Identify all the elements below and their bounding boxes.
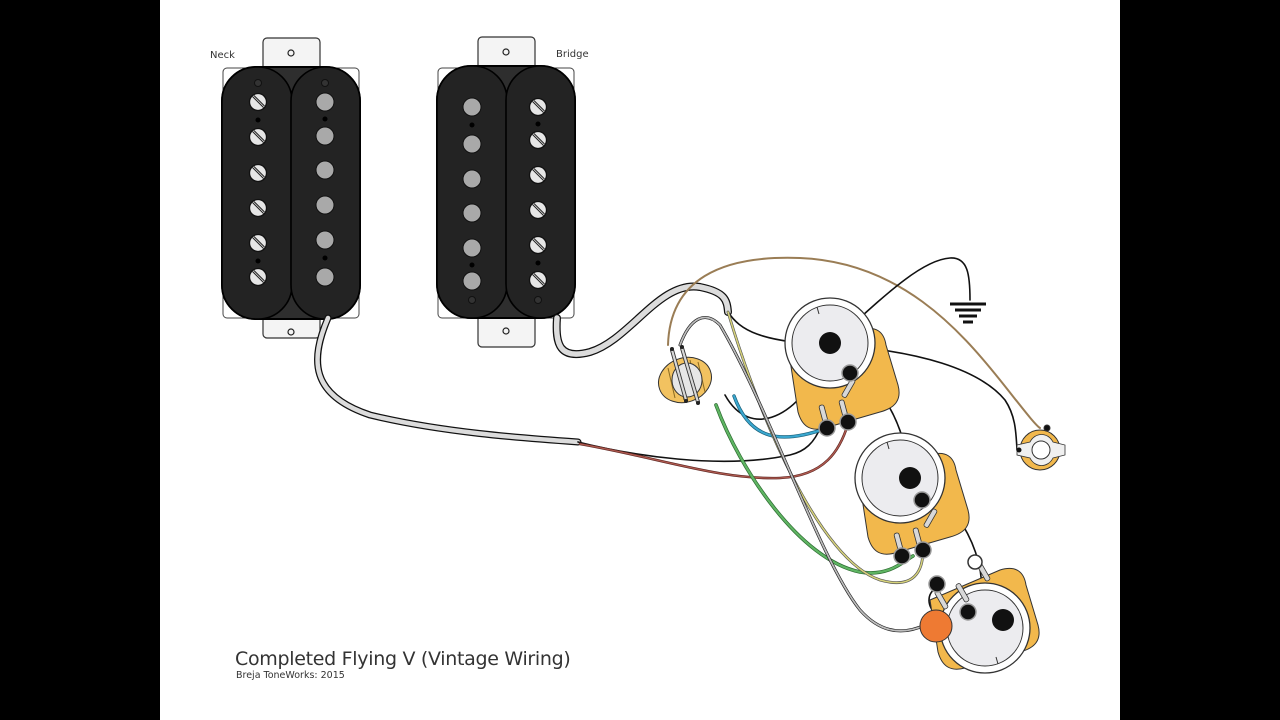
bridge-mount-hole-top: [502, 48, 510, 56]
pot-tone: [928, 554, 1040, 674]
pickup-leads: [314, 282, 732, 446]
selector-switch: [658, 345, 712, 405]
diagram-svg: [221, 36, 1066, 674]
wires: [577, 256, 1041, 633]
output-jack: [1016, 424, 1066, 471]
wire-black-jack: [829, 344, 1018, 451]
pot-neck-volume: [784, 297, 900, 437]
bridge-mount-hole-bottom: [502, 327, 510, 335]
pot2-lug-3: [913, 491, 931, 509]
wire-tan: [667, 256, 1041, 429]
diagram-title: Completed Flying V (Vintage Wiring): [235, 648, 571, 670]
tone-lug-1: [928, 575, 946, 593]
letterbox-left: [0, 0, 160, 720]
neck-label: Neck: [210, 50, 235, 61]
bridge-lead-outline: [552, 282, 732, 359]
pot2-lug-1: [893, 547, 911, 565]
neck-mount-hole-top: [287, 49, 295, 57]
tone-lug-2: [959, 603, 977, 621]
neck-mount-hole-bottom: [287, 328, 295, 336]
wire-gray: [679, 316, 926, 632]
pot2-solder-center: [899, 467, 921, 489]
pot1-lug-2: [839, 413, 857, 431]
pot1-lug-3: [841, 364, 859, 382]
wire-red: [579, 423, 849, 479]
diagram-subtitle: Breja ToneWorks: 2015: [236, 670, 345, 681]
pot1-solder-center: [819, 332, 841, 354]
bridge-coil-screw: [505, 65, 576, 319]
tone-lug-3: [967, 554, 983, 570]
tone-capacitor: [919, 609, 953, 643]
pot-bridge-volume: [854, 432, 970, 565]
wire-blue: [733, 395, 828, 439]
neck-braided-lead: [315, 315, 581, 445]
wire-green: [714, 403, 915, 575]
neck-lead-outline: [314, 314, 582, 446]
bridge-braided-lead: [553, 283, 731, 357]
letterbox-right: [1120, 0, 1280, 720]
pot2-lug-2: [914, 541, 932, 559]
bridge-label: Bridge: [556, 49, 589, 60]
wiring-diagram: Neck Bridge Completed Flying V (Vintage …: [160, 0, 1120, 720]
tone-solder-center: [992, 609, 1014, 631]
ground-symbol: [950, 302, 986, 324]
bridge-pickup: [436, 36, 576, 348]
pot1-lug-1: [818, 419, 836, 437]
neck-pickup: [221, 37, 361, 339]
